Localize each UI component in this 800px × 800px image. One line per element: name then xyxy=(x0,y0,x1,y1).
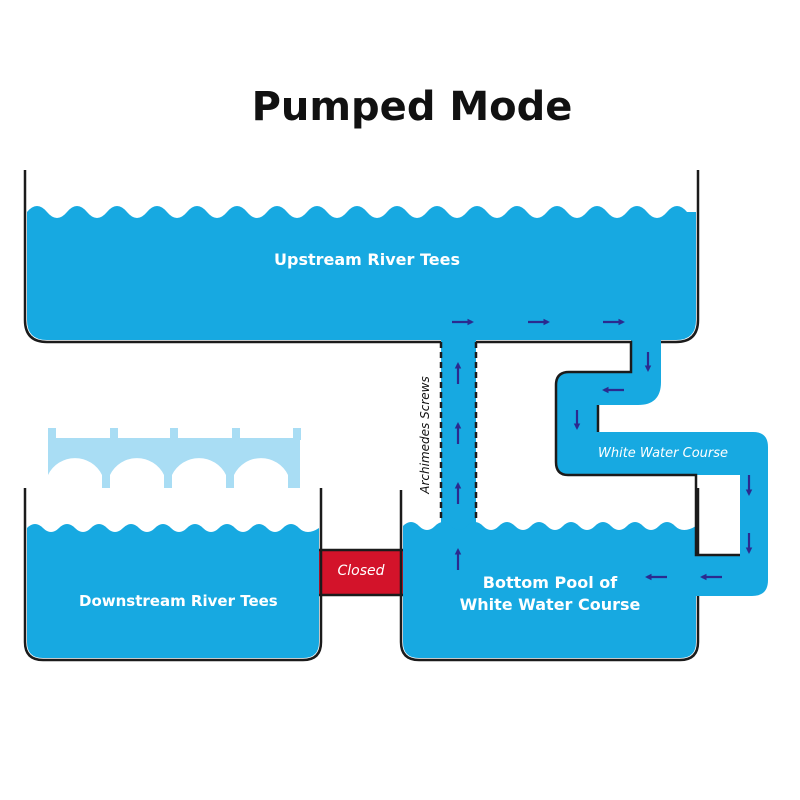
page-title: Pumped Mode xyxy=(251,84,573,130)
bridge-icon xyxy=(48,428,301,488)
upstream-water xyxy=(27,206,696,340)
bottom-pool-water xyxy=(403,522,696,658)
downstream-label: Downstream River Tees xyxy=(79,592,278,610)
bottom-pool-label: Bottom Pool of White Water Course xyxy=(450,572,650,616)
upstream-label: Upstream River Tees xyxy=(274,250,460,269)
closed-label: Closed xyxy=(337,563,385,579)
flow-arrows xyxy=(452,318,753,581)
screw-dashes xyxy=(439,342,478,522)
archimedes-screws-label: Archimedes Screws xyxy=(418,376,432,494)
bottom-pool-label-line2: White Water Course xyxy=(459,595,641,614)
closed-gate xyxy=(319,550,403,595)
bottom-pool-label-line1: Bottom Pool of xyxy=(482,573,618,592)
outflow-pipe xyxy=(556,338,768,596)
downstream-water xyxy=(27,524,319,658)
walls xyxy=(23,170,740,662)
white-water-course-label: White Water Course xyxy=(598,446,728,461)
